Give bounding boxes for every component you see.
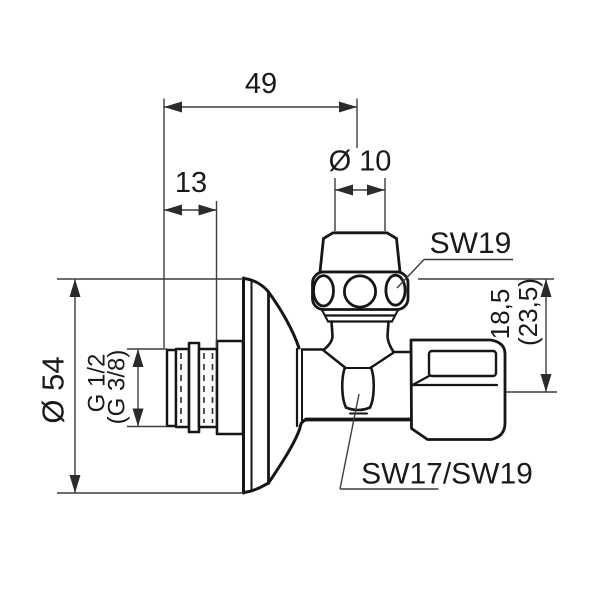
dim-rosette-diameter: Ø 54 [36, 278, 243, 494]
outlet-offset-label: 18,5 [485, 289, 515, 340]
dim-13-label: 13 [175, 167, 207, 199]
collar-side-right [391, 309, 399, 323]
valve-head [311, 231, 410, 354]
dim-49-arrow-left [164, 101, 182, 113]
sw19-label: SW19 [430, 227, 512, 260]
dimension-annotations: 49 13 Ø 10 Ø 54 [36, 68, 557, 494]
dim-g-arrow-top [132, 349, 144, 367]
thread-neck [215, 339, 245, 436]
outlet-offset-alt-label: (23,5) [513, 278, 543, 346]
dim-d10-label: Ø 10 [329, 146, 392, 178]
inlet-thread-stub [165, 339, 245, 436]
dim-inlet-thread: G 1/2 (G 3/8) [84, 348, 167, 428]
collar-side-left [321, 309, 329, 323]
sw17-sw19-label: SW17/SW19 [361, 458, 533, 491]
outlet-nut-face [427, 349, 498, 378]
callout-sw17-sw19: SW17/SW19 [339, 393, 533, 491]
dim-h-arrow-top [540, 279, 552, 297]
spindle-waist-bottom [344, 406, 372, 412]
dim-outlet-offset: 18,5 (23,5) [418, 278, 557, 393]
waist-funnel-right [369, 351, 395, 369]
cone-bottom-slope [267, 426, 302, 485]
sw17-leader [339, 393, 360, 490]
dim-d54-label: Ø 54 [36, 356, 71, 423]
thread-band-3 [197, 347, 219, 429]
inlet-thread-label: G 1/2 [84, 354, 111, 413]
valve-body [298, 348, 413, 429]
cone-top-slope [267, 290, 301, 350]
thread-band-1 [165, 348, 178, 428]
dim-d54-arrow-bottom [69, 475, 81, 493]
dim-d54-arrow-top [69, 279, 81, 297]
dim-49-arrow-right [339, 101, 357, 113]
bonnet-left-edge [322, 320, 334, 351]
bonnet-right-edge [386, 320, 395, 354]
dim-d10-arrow-right [367, 184, 385, 196]
inlet-thread-alt-label: (G 3/8) [104, 350, 131, 425]
outlet-nut [409, 338, 507, 441]
callout-sw19: SW19 [396, 227, 513, 289]
outlet-nut-chamfer [411, 374, 431, 387]
knurl-ball-right [384, 273, 407, 307]
thread-band-2 [174, 347, 191, 429]
dim-49-label: 49 [245, 68, 277, 100]
rosette-top-edge [242, 277, 270, 294]
waist-funnel-left [321, 348, 347, 369]
body-bottom-hook [298, 418, 309, 429]
dim-overall-depth: 49 [163, 68, 358, 348]
dim-g-arrow-bottom [132, 408, 144, 427]
outlet-nut-outline [409, 338, 507, 441]
spindle-waist-left [340, 366, 348, 409]
thread-collar [187, 341, 201, 434]
valve-part [165, 231, 507, 495]
rosette-bottom-edge [242, 481, 270, 494]
dim-thread-length: 13 [164, 167, 218, 348]
dim-h-arrow-bottom [540, 374, 552, 392]
dim-spindle-diameter: Ø 10 [329, 146, 392, 231]
dim-d10-arrow-left [335, 184, 353, 196]
dim-13-arrow-left [164, 204, 182, 216]
spindle-waist-right [368, 366, 376, 409]
knurl-ball-center [342, 274, 377, 309]
sw19-leader [396, 259, 425, 289]
dim-13-arrow-right [198, 204, 217, 216]
head-cap [318, 231, 402, 274]
knurl-ball-left [312, 274, 335, 308]
wall-rosette [242, 276, 303, 495]
